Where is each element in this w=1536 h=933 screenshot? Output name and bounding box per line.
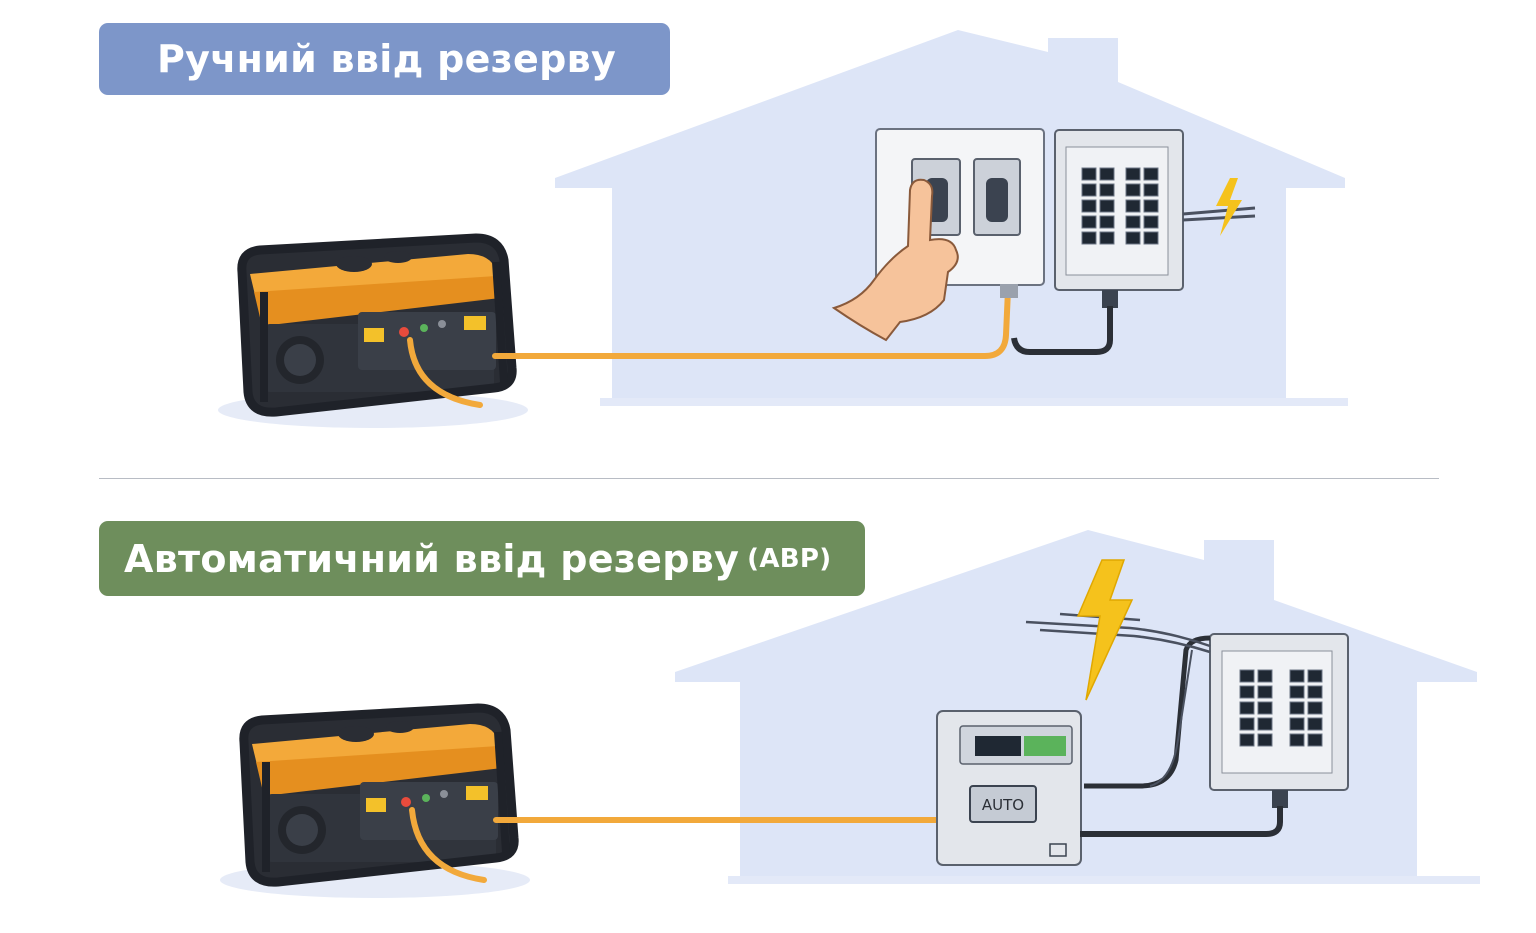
generator-icon	[218, 236, 528, 428]
auto-title: Автоматичний ввід резерву	[124, 536, 740, 581]
lightning-icon	[1076, 559, 1134, 701]
manual-title-badge: Ручний ввід резерву	[99, 23, 670, 95]
auto-title-badge: Автоматичний ввід резерву (АВР)	[99, 521, 865, 596]
auto-title-abbreviation: (АВР)	[747, 543, 832, 574]
generator-icon	[220, 706, 530, 898]
breaker-panel-icon	[1209, 633, 1349, 808]
hand-icon	[831, 178, 959, 342]
auto-scene: AUTO	[220, 530, 1480, 898]
manual-cable	[407, 287, 1011, 408]
auto-switch-label: AUTO	[982, 796, 1024, 814]
manual-title: Ручний ввід резерву	[157, 37, 617, 81]
transfer-switch-icon: AUTO	[936, 710, 1082, 866]
auto-cable	[409, 807, 953, 883]
section-divider	[99, 478, 1439, 479]
manual-scene	[218, 30, 1348, 428]
breaker-panel-icon	[1054, 129, 1184, 308]
lightning-icon	[1216, 178, 1242, 236]
